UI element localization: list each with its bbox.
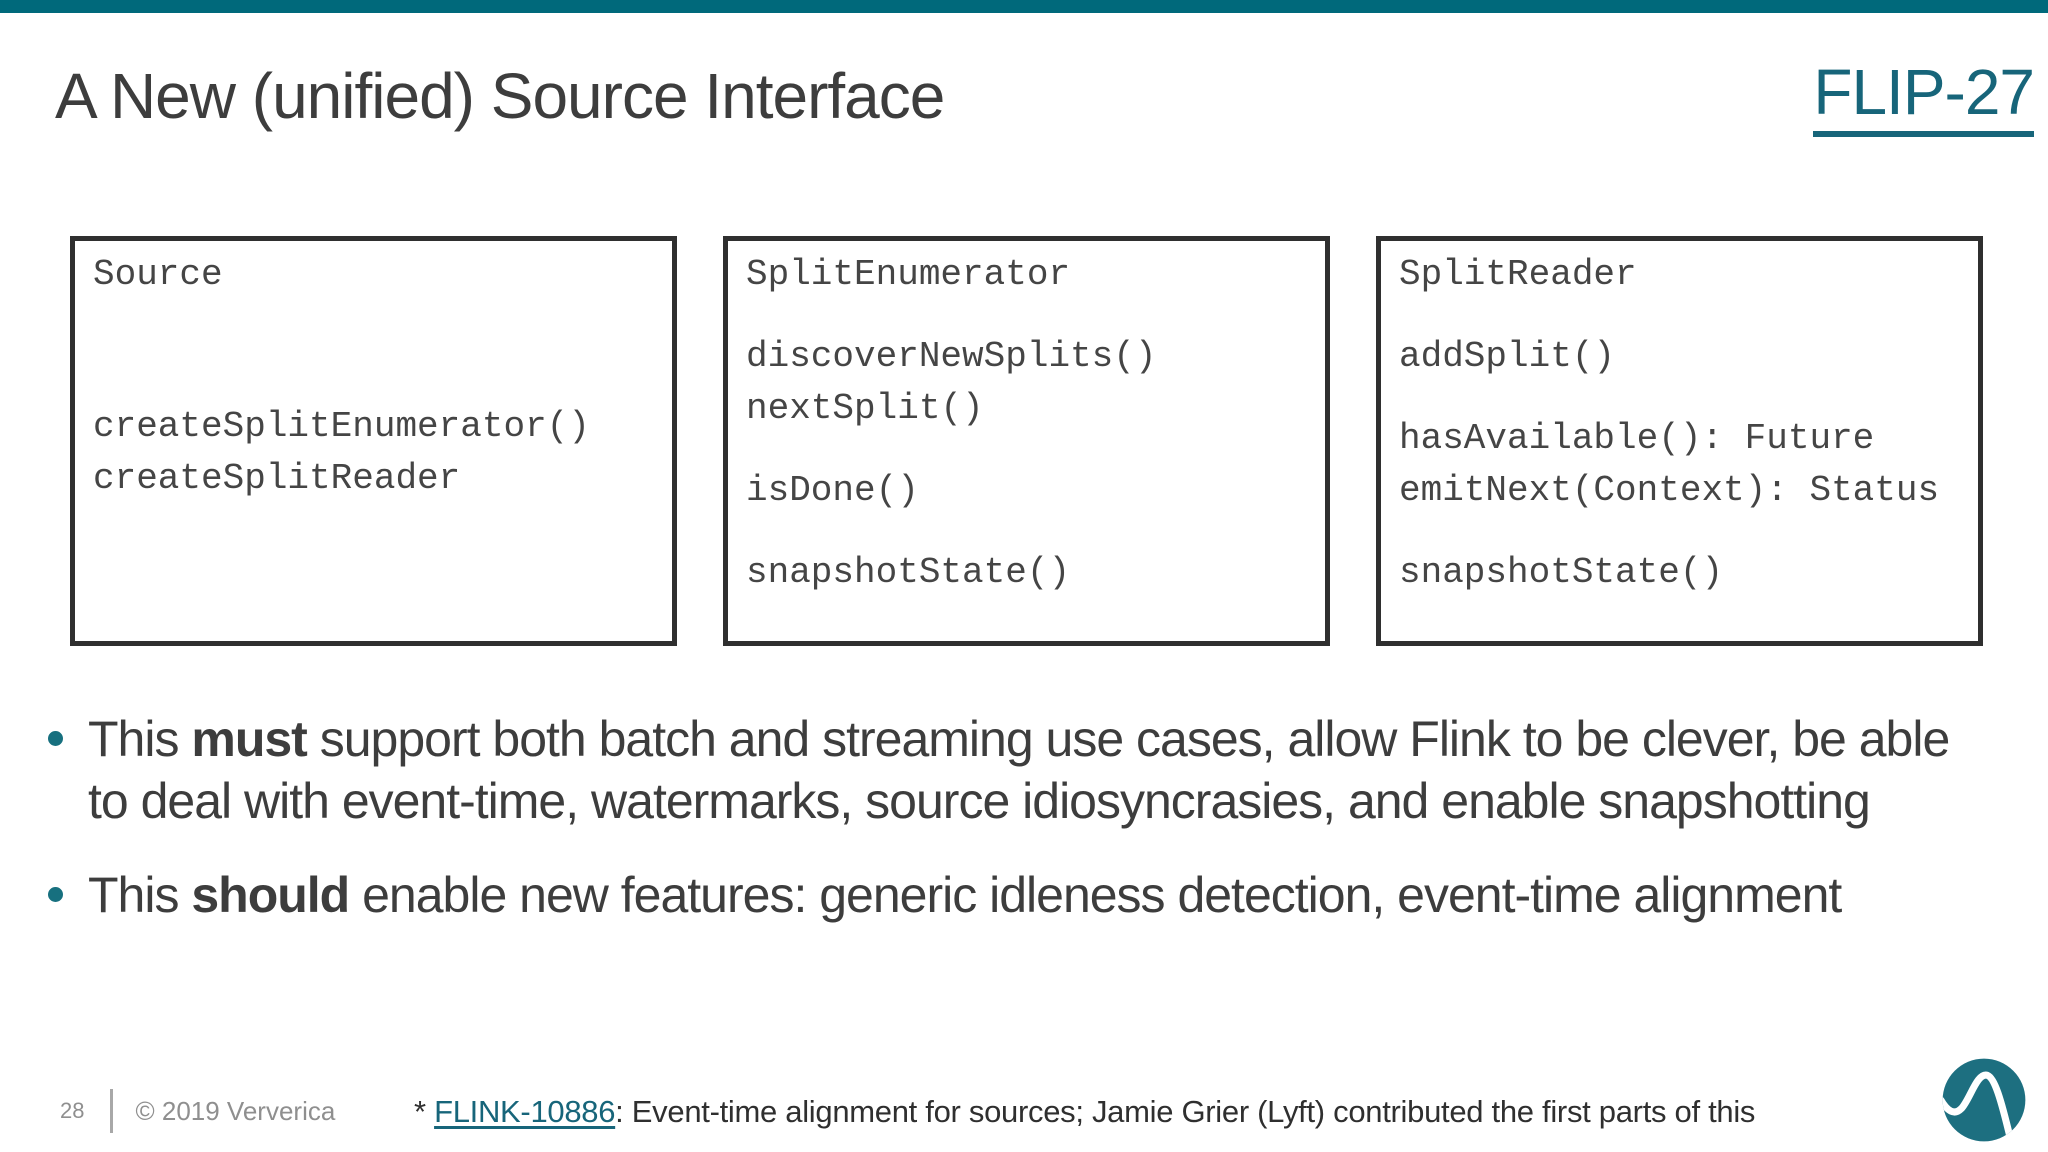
footer-divider [110, 1089, 114, 1133]
box-method-line: isDone() [746, 470, 919, 511]
box-method-line: addSplit() [1399, 336, 1616, 377]
bullet-list: This must support both batch and streami… [48, 708, 2008, 926]
split-enumerator-box: SplitEnumerator discoverNewSplits() next… [723, 236, 1330, 646]
flink-10886-link[interactable]: FLINK-10886 [434, 1094, 616, 1129]
flip-27-link[interactable]: FLIP-27 [1813, 60, 2035, 137]
copyright-text: © 2019 Ververica [135, 1095, 336, 1126]
footnote: * FLINK-10886: Event-time alignment for … [414, 1092, 1755, 1132]
footnote-text: : Event-time alignment for sources; Jami… [615, 1094, 1756, 1129]
box-method-line: hasAvailable(): Future [1399, 418, 1875, 459]
box-method-line: snapshotState() [1399, 552, 1724, 593]
bullet-text-rest: support both batch and streaming use cas… [88, 711, 1950, 829]
page-title: A New (unified) Source Interface [55, 60, 945, 132]
bullet-text-bold: should [191, 867, 350, 923]
footnote-asterisk: * [414, 1094, 435, 1129]
box-method-line: createSplitEnumerator() [93, 406, 590, 447]
bullet-marker-icon [48, 731, 63, 746]
split-reader-box: SplitReader addSplit() hasAvailable(): F… [1376, 236, 1983, 646]
page-number: 28 [60, 1098, 85, 1123]
top-accent-bar [0, 0, 2048, 13]
bullet-text-pre: This [88, 711, 192, 767]
box-title: Source [93, 254, 223, 295]
bullet-item: This should enable new features: generic… [48, 864, 2008, 926]
bullet-item: This must support both batch and streami… [48, 708, 2008, 832]
box-title: SplitEnumerator [746, 254, 1071, 295]
bullet-text: This should enable new features: generic… [88, 864, 1842, 926]
bullet-marker-icon [48, 887, 63, 902]
box-method-line: nextSplit() [746, 388, 984, 429]
interface-boxes: Source createSplitEnumerator() createSpl… [70, 236, 1990, 646]
box-method-line: discoverNewSplits() [746, 336, 1157, 377]
bullet-text-bold: must [191, 711, 307, 767]
footer: 28 © 2019 Ververica [60, 1086, 335, 1136]
bullet-text-pre: This [88, 867, 192, 923]
box-method-line: snapshotState() [746, 552, 1071, 593]
box-method-line: createSplitReader [93, 458, 461, 499]
bullet-text-rest: enable new features: generic idleness de… [349, 867, 1842, 923]
ververica-logo-icon [1942, 1058, 2026, 1142]
source-box: Source createSplitEnumerator() createSpl… [70, 236, 677, 646]
bullet-text: This must support both batch and streami… [88, 708, 1998, 832]
box-title: SplitReader [1399, 254, 1637, 295]
box-method-line: emitNext(Context): Status [1399, 470, 1940, 511]
